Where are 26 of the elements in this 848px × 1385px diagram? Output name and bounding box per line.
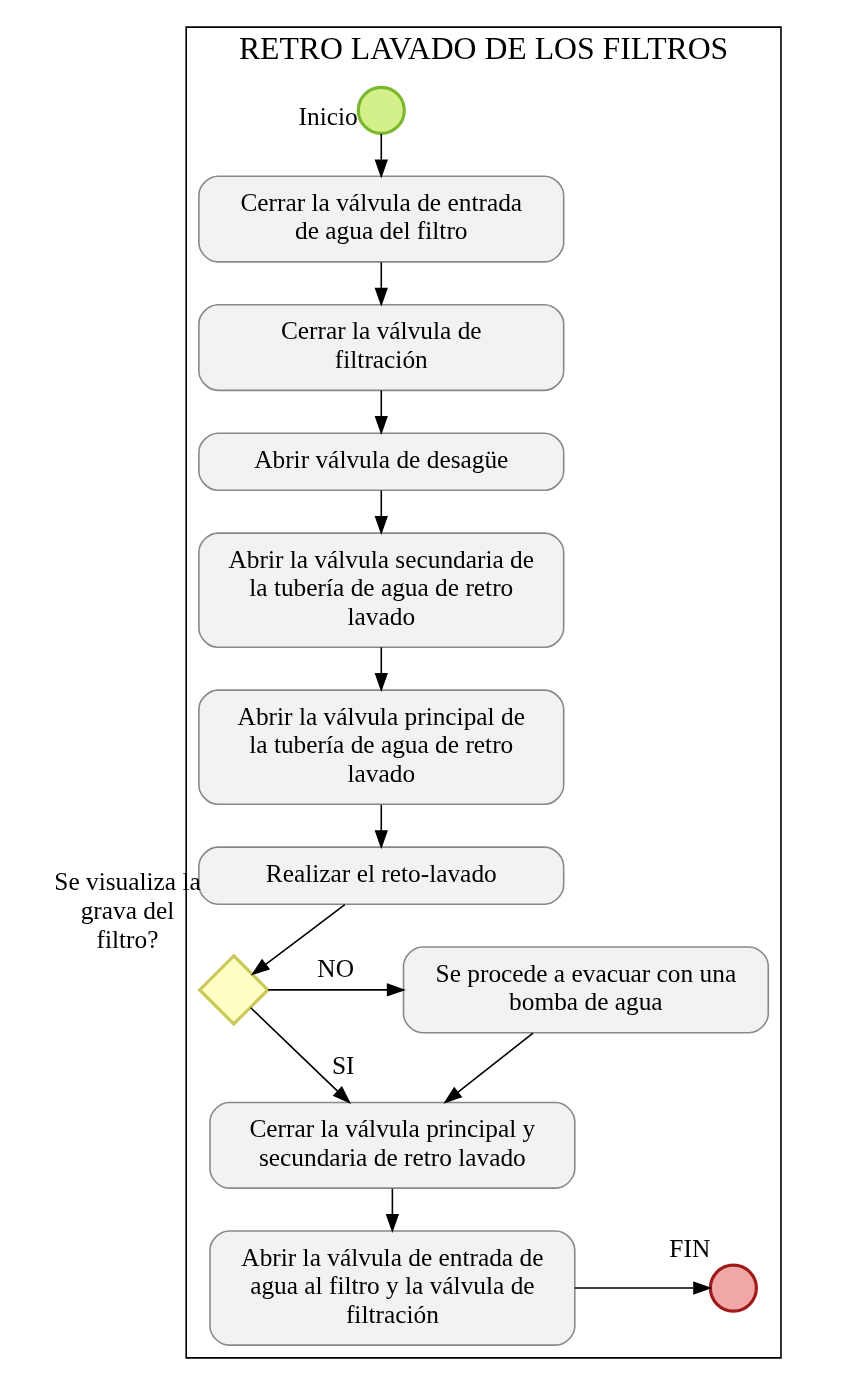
arrow: [266, 983, 406, 997]
node-box: Abrir válvula de desagüe: [197, 432, 564, 492]
arrow: [250, 903, 346, 976]
node-label: Inicio: [298, 102, 358, 131]
node-box: Se procede a evacuar con una bomba de agua: [402, 946, 769, 1034]
arrow: [374, 133, 388, 179]
node-circle: [708, 1263, 758, 1313]
edge-label: SI: [331, 1050, 354, 1079]
node-circle: [356, 85, 406, 135]
node-box: Cerrar la válvula de entrada de agua del filtro: [197, 175, 564, 263]
node-box: Cerrar la válvula principal y secundaria de retro lavado: [208, 1101, 576, 1189]
arrow: [374, 389, 388, 435]
node-label: FIN: [668, 1233, 710, 1262]
node-box: Abrir la válvula secundaria de la tubería de agua de retro lavado: [197, 532, 564, 649]
node-box: Abrir la válvula principal de la tubería de agua de retro lavado: [197, 689, 564, 806]
arrow: [374, 646, 388, 693]
arrow: [249, 1006, 351, 1105]
node-box: Abrir la válvula de entrada de agua al filtro y la válvula de filtración: [208, 1230, 576, 1346]
arrow: [385, 1188, 399, 1234]
arrow: [573, 1281, 712, 1295]
arrow: [374, 804, 388, 850]
arrow: [442, 1032, 534, 1104]
edge-label: NO: [316, 953, 354, 982]
arrow: [374, 261, 388, 307]
node-box: Cerrar la válvula de filtración: [197, 303, 564, 392]
arrow: [374, 489, 388, 536]
